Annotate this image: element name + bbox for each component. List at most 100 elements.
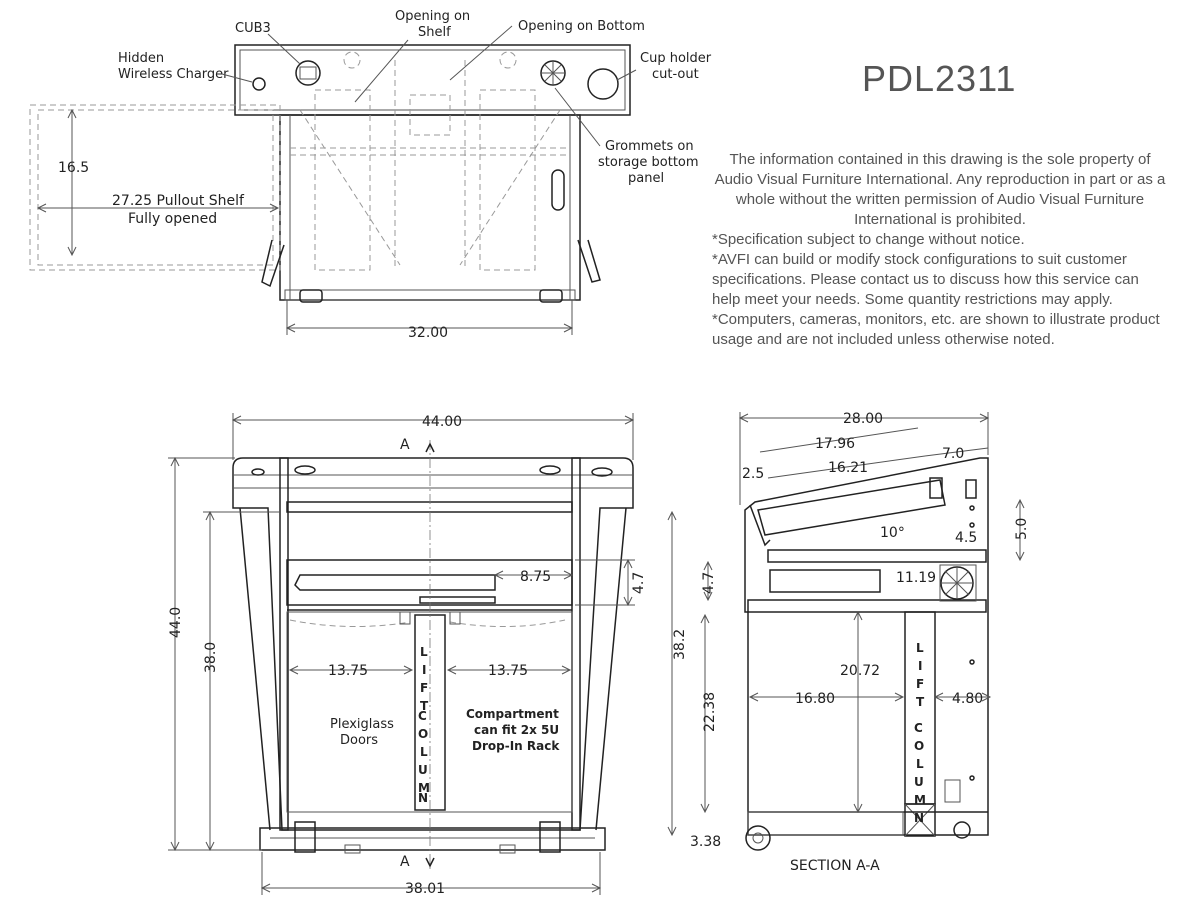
caster-icon: [539, 289, 563, 303]
dim-section-inner: 16.21: [828, 460, 868, 476]
caster-icon: [539, 821, 561, 853]
top-view: CUB3 Opening on Shelf Opening on Bottom …: [29, 9, 712, 341]
callout-opening-shelf-1: Opening on: [395, 9, 470, 24]
legal-notice: The information contained in this drawin…: [712, 150, 1168, 350]
callout-cub3: CUB3: [235, 21, 271, 36]
callout-opening-bottom: Opening on Bottom: [518, 19, 645, 34]
base-plate: [259, 827, 606, 851]
lift-letter: F: [420, 681, 428, 695]
section-keyboard-tray: [769, 569, 881, 593]
dim-right-bay: 13.75: [488, 663, 528, 679]
dim-front-shelf-height: 4.7: [631, 572, 647, 594]
section-view: 28.00 17.96 16.21 2.5 7.0: [667, 411, 1030, 874]
cabinet-doors: [286, 611, 573, 813]
lift-letter: N: [418, 791, 428, 805]
callout-hidden-charger-1: Hidden: [118, 51, 164, 66]
section-caption: SECTION A-A: [790, 858, 880, 874]
top-view-desk-surface: [234, 44, 631, 116]
lectern-body: [232, 457, 634, 831]
dim-section-depth: 28.00: [843, 411, 883, 427]
front-lift-column-label: L I F T C O L U M N: [418, 645, 430, 805]
notice-spec-change: *Specification subject to change without…: [712, 231, 1025, 248]
compartment-label-3: Drop-In Rack: [472, 739, 560, 753]
lift-letter: U: [418, 763, 428, 777]
lift-letter: I: [918, 659, 922, 673]
front-pullout-shelf: [286, 559, 573, 606]
cup-holder-icon: [587, 68, 619, 100]
lift-letter: L: [916, 757, 924, 771]
caster-icon: [953, 821, 971, 839]
plexiglass-label-1: Plexiglass: [330, 717, 394, 732]
dim-section-total-h: 38.2: [672, 629, 688, 660]
section-mark-bottom: A: [400, 854, 410, 870]
lift-letter: L: [916, 641, 924, 655]
dim-section-small-rise: 4.5: [955, 530, 977, 546]
drawing-title: PDL2311: [862, 58, 1017, 99]
callout-cup-holder-1: Cup holder: [640, 51, 712, 66]
lift-letter: N: [914, 811, 924, 825]
lift-letter: U: [914, 775, 924, 789]
dim-pullout-1: 27.25 Pullout Shelf: [112, 193, 245, 209]
grommet-icon: [540, 60, 566, 86]
lift-letter: M: [914, 793, 926, 807]
lift-letter: O: [914, 739, 924, 753]
callout-hidden-charger-2: Wireless Charger: [118, 67, 229, 82]
dim-top-width: 32.00: [408, 325, 448, 341]
dim-section-interior-h: 20.72: [840, 663, 880, 679]
lift-letter: M: [418, 781, 430, 795]
left-leg: [261, 239, 285, 288]
front-view: 44.00 A A: [168, 413, 647, 897]
section-body: [744, 457, 989, 836]
lift-letter: L: [420, 745, 428, 759]
dim-section-cabinet-h: 22.38: [702, 692, 718, 732]
dim-section-interior-d: 16.80: [795, 691, 835, 707]
section-lift-column-label: L I F T C O L U M N: [914, 641, 926, 825]
lift-letter: I: [422, 663, 426, 677]
lift-letter: T: [420, 699, 429, 713]
lift-letter: F: [916, 677, 924, 691]
dim-pullout-2: Fully opened: [128, 211, 217, 227]
section-mark-top: A: [400, 437, 410, 453]
dim-left-bay: 13.75: [328, 663, 368, 679]
dim-section-angle: 10°: [880, 525, 905, 541]
caster-icon: [299, 289, 323, 303]
dim-front-inner-height: 38.0: [203, 642, 219, 673]
dim-base-width: 38.01: [405, 881, 445, 897]
dim-section-base: 3.38: [690, 834, 721, 850]
front-top-shelf: [286, 501, 573, 513]
compartment-label-2: can fit 2x 5U: [474, 723, 559, 737]
lift-letter: L: [420, 645, 428, 659]
dim-section-rise: 5.0: [1014, 518, 1030, 540]
notice-proprietary: The information contained in this drawin…: [714, 151, 1166, 228]
section-shelf: [767, 549, 987, 563]
notice-custom-build: *AVFI can build or modify stock configur…: [712, 251, 1139, 308]
lift-letter: T: [916, 695, 925, 709]
lift-letter: C: [418, 709, 427, 723]
right-leg: [577, 239, 601, 283]
section-sloped-top: [757, 479, 946, 536]
caster-icon: [745, 825, 771, 851]
shelf-opening: [409, 94, 451, 136]
caster-icon: [294, 821, 316, 853]
dim-section-shelf-d: 11.19: [896, 570, 936, 586]
dim-section-lip: 2.5: [742, 466, 764, 482]
callout-opening-shelf-2: Shelf: [418, 25, 451, 40]
dim-section-back: 7.0: [942, 446, 964, 462]
notice-illustration: *Computers, cameras, monitors, etc. are …: [712, 311, 1160, 348]
plexiglass-label-2: Doors: [340, 733, 378, 748]
dim-section-surface: 17.96: [815, 436, 855, 452]
dim-front-shelf-depth: 8.75: [520, 569, 551, 585]
keyboard-tray: [294, 574, 496, 591]
wireless-charger-icon: [252, 77, 266, 91]
pullout-shelf-outline: [29, 104, 281, 271]
door-handle-icon: [551, 169, 565, 211]
callout-grommets-3: panel: [628, 171, 664, 186]
dim-front-top-width: 44.00: [422, 414, 462, 430]
dim-front-height: 44.0: [168, 607, 184, 638]
lift-letter: O: [418, 727, 428, 741]
dim-shelf-depth: 16.5: [58, 160, 89, 176]
compartment-label-1: Compartment: [466, 707, 559, 721]
lift-letter: C: [914, 721, 923, 735]
dim-section-shelf-h: 4.7: [701, 572, 717, 594]
